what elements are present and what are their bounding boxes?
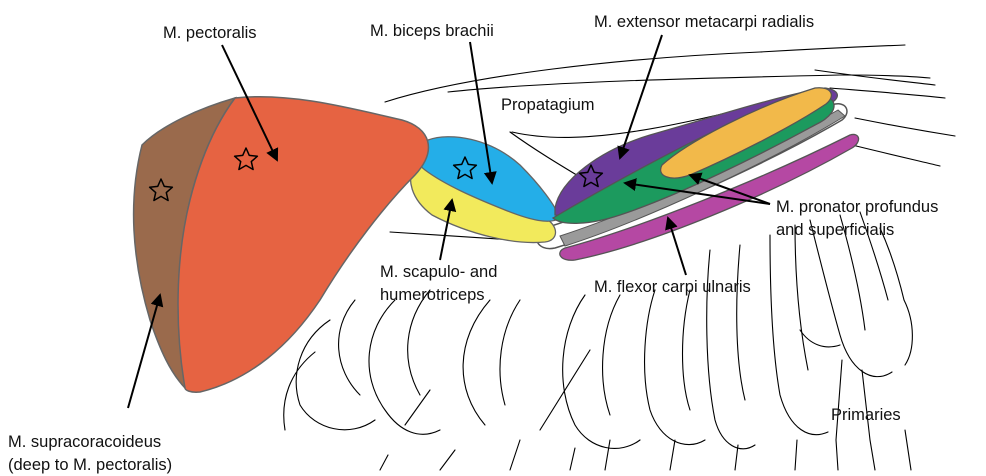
label-flexor-carpi: M. flexor carpi ulnaris [594,278,751,296]
pectoralis-muscle [178,97,428,393]
label-propatagium: Propatagium [501,96,595,114]
arrow-supracoracoideus [128,295,160,408]
label-primaries: Primaries [831,406,901,424]
label-pectoralis: M. pectoralis [163,24,257,42]
label-triceps-line2: humerotriceps [380,286,485,304]
label-supracoracoideus-line2: (deep to M. pectoralis) [8,456,172,474]
label-pronator-line1: M. pronator profundus [776,198,938,216]
label-biceps-brachii: M. biceps brachii [370,22,494,40]
label-triceps-line1: M. scapulo- and [380,263,497,281]
label-pronator-line2: and superficialis [776,221,894,239]
label-extensor-metacarpi: M. extensor metacarpi radialis [594,13,814,31]
label-supracoracoideus-line1: M. supracoracoideus [8,433,161,451]
